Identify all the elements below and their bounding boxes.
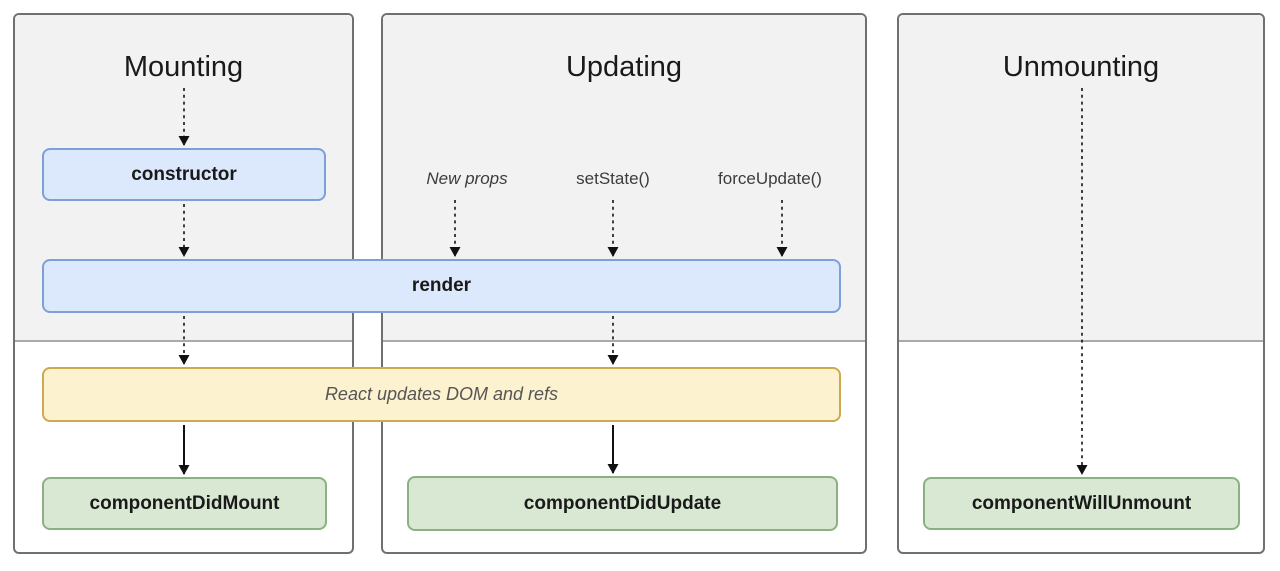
column-unmounting: Unmounting (897, 13, 1265, 554)
react-updates-dom-box: React updates DOM and refs (42, 367, 841, 422)
component-will-unmount-box[interactable]: componentWillUnmount (923, 477, 1240, 530)
trigger-new-props: New props (426, 169, 508, 188)
column-title-unmounting: Unmounting (1002, 51, 1160, 83)
trigger-set-state[interactable]: setState() (576, 169, 650, 188)
component-did-mount-box[interactable]: componentDidMount (42, 477, 327, 530)
render-box[interactable]: render (42, 259, 841, 313)
column-title-mounting: Mounting (123, 51, 244, 83)
constructor-box[interactable]: constructor (42, 148, 326, 201)
column-title-updating: Updating (565, 51, 683, 83)
trigger-force-update[interactable]: forceUpdate() (718, 169, 822, 188)
component-did-update-box[interactable]: componentDidUpdate (407, 476, 838, 531)
render-phase-region-unmounting (899, 15, 1263, 342)
